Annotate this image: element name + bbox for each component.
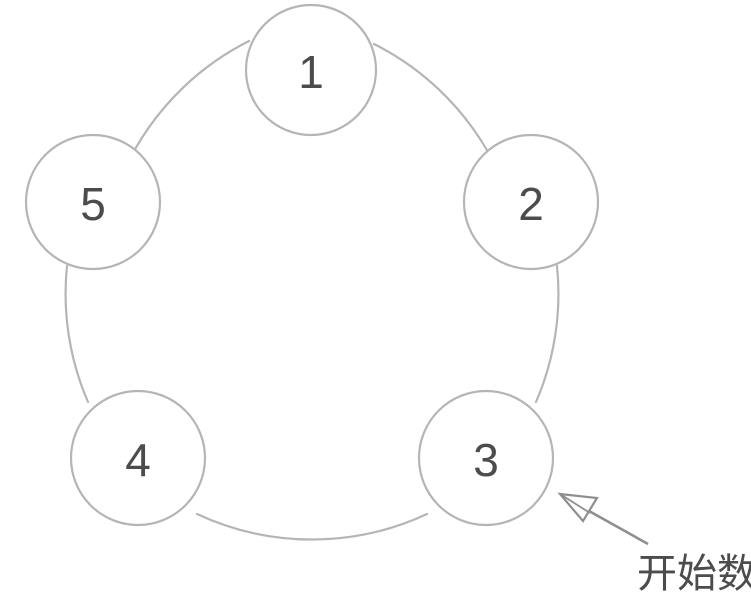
edge-1-2 — [372, 42, 490, 154]
annotation-arrow-head-crease — [559, 493, 591, 514]
node-5-circle[interactable] — [24, 133, 162, 271]
annotation-arrow-shaft — [588, 509, 649, 546]
node-5[interactable]: 5 — [24, 133, 162, 271]
start-annotation-arrow — [557, 492, 649, 546]
node-3[interactable]: 3 — [417, 389, 555, 527]
edge-3-4 — [195, 512, 429, 541]
node-4-circle[interactable] — [69, 389, 207, 527]
edge-4-5 — [64, 264, 90, 404]
node-3-circle[interactable] — [417, 389, 555, 527]
ring-arc-group — [64, 39, 560, 541]
node-1[interactable]: 1 — [244, 3, 378, 137]
start-annotation-label: 开始数 — [637, 551, 751, 597]
node-4-label: 4 — [125, 434, 151, 486]
node-2-label: 2 — [518, 178, 544, 230]
node-2[interactable]: 2 — [462, 133, 600, 271]
node-4[interactable]: 4 — [69, 389, 207, 527]
node-1-label: 1 — [298, 46, 324, 98]
edge-5-1 — [132, 39, 251, 153]
node-1-circle[interactable] — [244, 3, 378, 137]
node-2-circle[interactable] — [462, 133, 600, 271]
node-group: 1 2 3 4 5 — [24, 3, 600, 527]
node-5-label: 5 — [80, 178, 106, 230]
node-3-label: 3 — [473, 434, 499, 486]
edge-2-3 — [534, 264, 560, 404]
